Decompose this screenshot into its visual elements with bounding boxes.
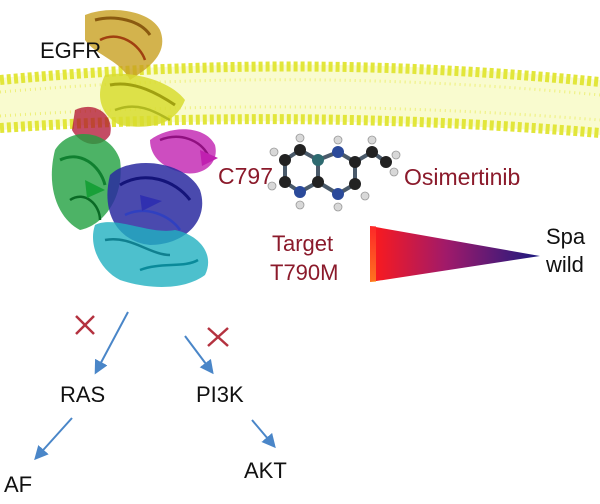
- ras-label: RAS: [60, 382, 105, 407]
- target-label: Target: [272, 231, 333, 256]
- t790m-label: T790M: [270, 260, 338, 285]
- selectivity-gradient-edge: [370, 226, 376, 282]
- wild-label: wild: [545, 252, 584, 277]
- c797-label: C797: [218, 163, 273, 189]
- osimertinib-molecule: [267, 133, 401, 212]
- arrow-to-ras: [94, 311, 129, 375]
- arrow-to-pi3k: [184, 335, 214, 375]
- arrow-to-af: [34, 417, 73, 461]
- pi3k-label: PI3K: [196, 382, 244, 407]
- inhibition-cross-ras: [75, 315, 95, 335]
- egfr-protein-structure: [51, 10, 218, 287]
- egfr-label: EGFR: [40, 38, 101, 63]
- spare-label: Spa: [546, 224, 586, 249]
- af-label: AF: [4, 472, 32, 497]
- inhibition-cross-pi3k: [207, 327, 229, 347]
- arrow-to-akt: [251, 419, 276, 449]
- akt-label: AKT: [244, 458, 287, 483]
- signaling-arrows: [34, 311, 276, 461]
- osimertinib-label: Osimertinib: [404, 164, 520, 190]
- selectivity-gradient-wedge: [370, 226, 540, 282]
